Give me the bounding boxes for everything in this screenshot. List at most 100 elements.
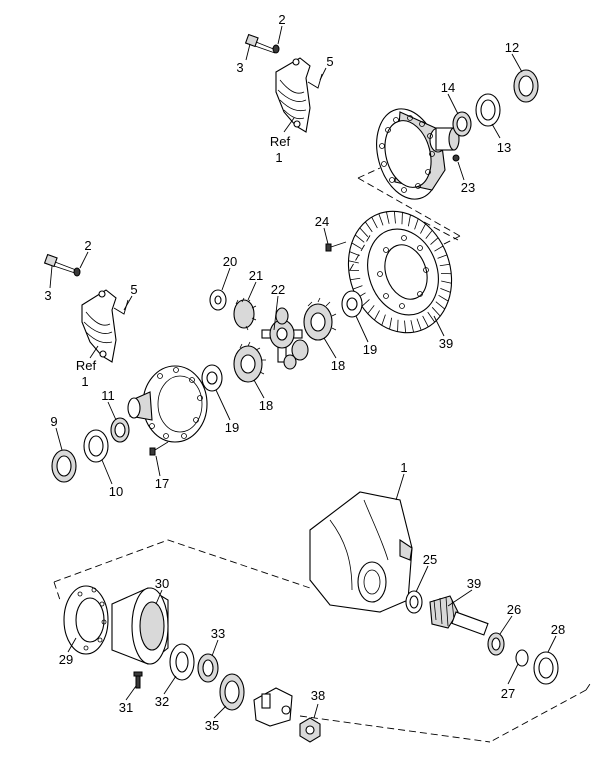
bearing-cup-10 bbox=[83, 429, 109, 463]
callout-18-upper: 18 bbox=[331, 358, 345, 373]
callout-19-lower: 19 bbox=[225, 420, 239, 435]
callout-11: 11 bbox=[101, 388, 115, 403]
ring-gear-tooth bbox=[364, 221, 373, 233]
bolt-17 bbox=[149, 441, 169, 456]
callout-39-pinion: 39 bbox=[467, 576, 481, 591]
callout-28: 28 bbox=[551, 622, 565, 637]
callout-ref-top-num: 1 bbox=[275, 150, 282, 165]
callout-2-left: 2 bbox=[84, 238, 91, 253]
ring-gear-tooth bbox=[378, 213, 384, 226]
callout-10: 10 bbox=[109, 484, 123, 499]
nut-38 bbox=[299, 717, 321, 743]
washer-left bbox=[73, 267, 81, 277]
spacer-27 bbox=[515, 649, 529, 667]
lock-23 bbox=[452, 154, 460, 162]
washer-top bbox=[272, 44, 280, 54]
ring-gear-tooth bbox=[381, 314, 386, 326]
callout-9: 9 bbox=[50, 414, 57, 429]
callout-ref-left-num: 1 bbox=[81, 374, 88, 389]
ring-gear-tooth bbox=[430, 237, 439, 245]
callout-20: 20 bbox=[223, 254, 237, 269]
carrier-housing bbox=[309, 491, 413, 613]
ring-gear-tooth bbox=[437, 254, 448, 259]
callout-1: 1 bbox=[400, 460, 407, 475]
callout-3-left: 3 bbox=[44, 288, 51, 303]
callout-3-top: 3 bbox=[236, 60, 243, 75]
ring-gear-tooth bbox=[361, 299, 370, 307]
callout-5-left: 5 bbox=[130, 282, 137, 297]
callout-39-ring: 39 bbox=[439, 336, 453, 351]
yoke bbox=[253, 687, 293, 727]
ring-gear-tooth bbox=[407, 214, 411, 227]
ring-gear-tooth bbox=[359, 227, 369, 237]
ring-gear-tooth bbox=[438, 294, 449, 302]
dashed-box-top bbox=[357, 167, 461, 247]
callout-26: 26 bbox=[507, 602, 521, 617]
case-half-top bbox=[376, 108, 460, 200]
bearing-cone-33 bbox=[197, 653, 219, 683]
ring-gear bbox=[347, 210, 453, 334]
callout-23: 23 bbox=[461, 180, 475, 195]
callout-labels: 2 3 5 Ref 1 12 14 13 23 24 2 3 5 Ref 1 2… bbox=[44, 12, 565, 733]
ring-gear-tooth bbox=[425, 230, 433, 239]
callout-17: 17 bbox=[155, 476, 169, 491]
bearing-cup-13 bbox=[475, 93, 501, 127]
callout-29: 29 bbox=[59, 652, 73, 667]
ring-gear-tooth bbox=[440, 287, 451, 293]
ring-gear-tooth bbox=[414, 218, 419, 230]
ring-gear-tooth bbox=[349, 251, 360, 257]
callout-ref-top: Ref bbox=[270, 134, 291, 149]
ring-gear-tooth bbox=[434, 245, 444, 252]
ring-gear-tooth bbox=[427, 311, 436, 323]
ring-gear-tooth bbox=[352, 285, 363, 290]
leader-lines bbox=[49, 25, 557, 719]
ring-gear-tooth bbox=[416, 318, 422, 331]
ring-gear-tooth bbox=[386, 211, 390, 224]
ring-gear-tooth bbox=[354, 234, 365, 243]
spider-22 bbox=[261, 307, 309, 370]
bearing-25 bbox=[405, 590, 423, 614]
callout-24: 24 bbox=[315, 214, 329, 229]
cotter-pin-top bbox=[307, 73, 323, 89]
callout-12: 12 bbox=[505, 40, 519, 55]
ring-gear-tooth bbox=[435, 301, 446, 310]
ring-gear-tooth bbox=[389, 317, 393, 330]
bearing-cup-32 bbox=[169, 643, 195, 681]
ring-gear-tooth bbox=[371, 216, 378, 229]
dashed-box-housing bbox=[299, 683, 591, 743]
ring-gear-tooth bbox=[350, 277, 361, 281]
callout-30: 30 bbox=[155, 576, 169, 591]
callout-33: 33 bbox=[211, 626, 225, 641]
thrust-washer-19-lower bbox=[201, 364, 223, 392]
thrust-washer-19-upper bbox=[341, 290, 363, 318]
adjusting-ring-9 bbox=[51, 449, 77, 483]
bearing-cap-top bbox=[275, 57, 311, 133]
callout-27: 27 bbox=[501, 686, 515, 701]
ring-gear-tooth bbox=[410, 320, 414, 333]
side-gear-21 bbox=[233, 297, 257, 331]
callout-18-lower: 18 bbox=[259, 398, 273, 413]
callout-2-top: 2 bbox=[278, 12, 285, 27]
callout-19-upper: 19 bbox=[363, 342, 377, 357]
ring-gear-tooth bbox=[393, 211, 396, 224]
bearing-cap-left bbox=[81, 289, 117, 363]
side-gear-18-lower bbox=[233, 341, 266, 383]
ring-gear-tooth bbox=[441, 280, 452, 284]
pinion-39 bbox=[429, 595, 489, 636]
bearing-cup-28 bbox=[533, 651, 559, 685]
ring-gear-tooth bbox=[431, 307, 441, 317]
callout-14: 14 bbox=[441, 80, 455, 95]
bolt-24 bbox=[325, 241, 347, 252]
bolt-31 bbox=[133, 671, 143, 689]
dashed-box-ring bbox=[349, 221, 459, 271]
callout-32: 32 bbox=[155, 694, 169, 709]
cap-bolt-top bbox=[244, 33, 277, 54]
shim-29 bbox=[63, 585, 109, 655]
callout-31: 31 bbox=[119, 700, 133, 715]
bearing-cone-14 bbox=[452, 111, 472, 137]
callout-21: 21 bbox=[249, 268, 263, 283]
thrust-washer-20 bbox=[209, 289, 227, 311]
ring-gear-tooth bbox=[420, 223, 426, 234]
